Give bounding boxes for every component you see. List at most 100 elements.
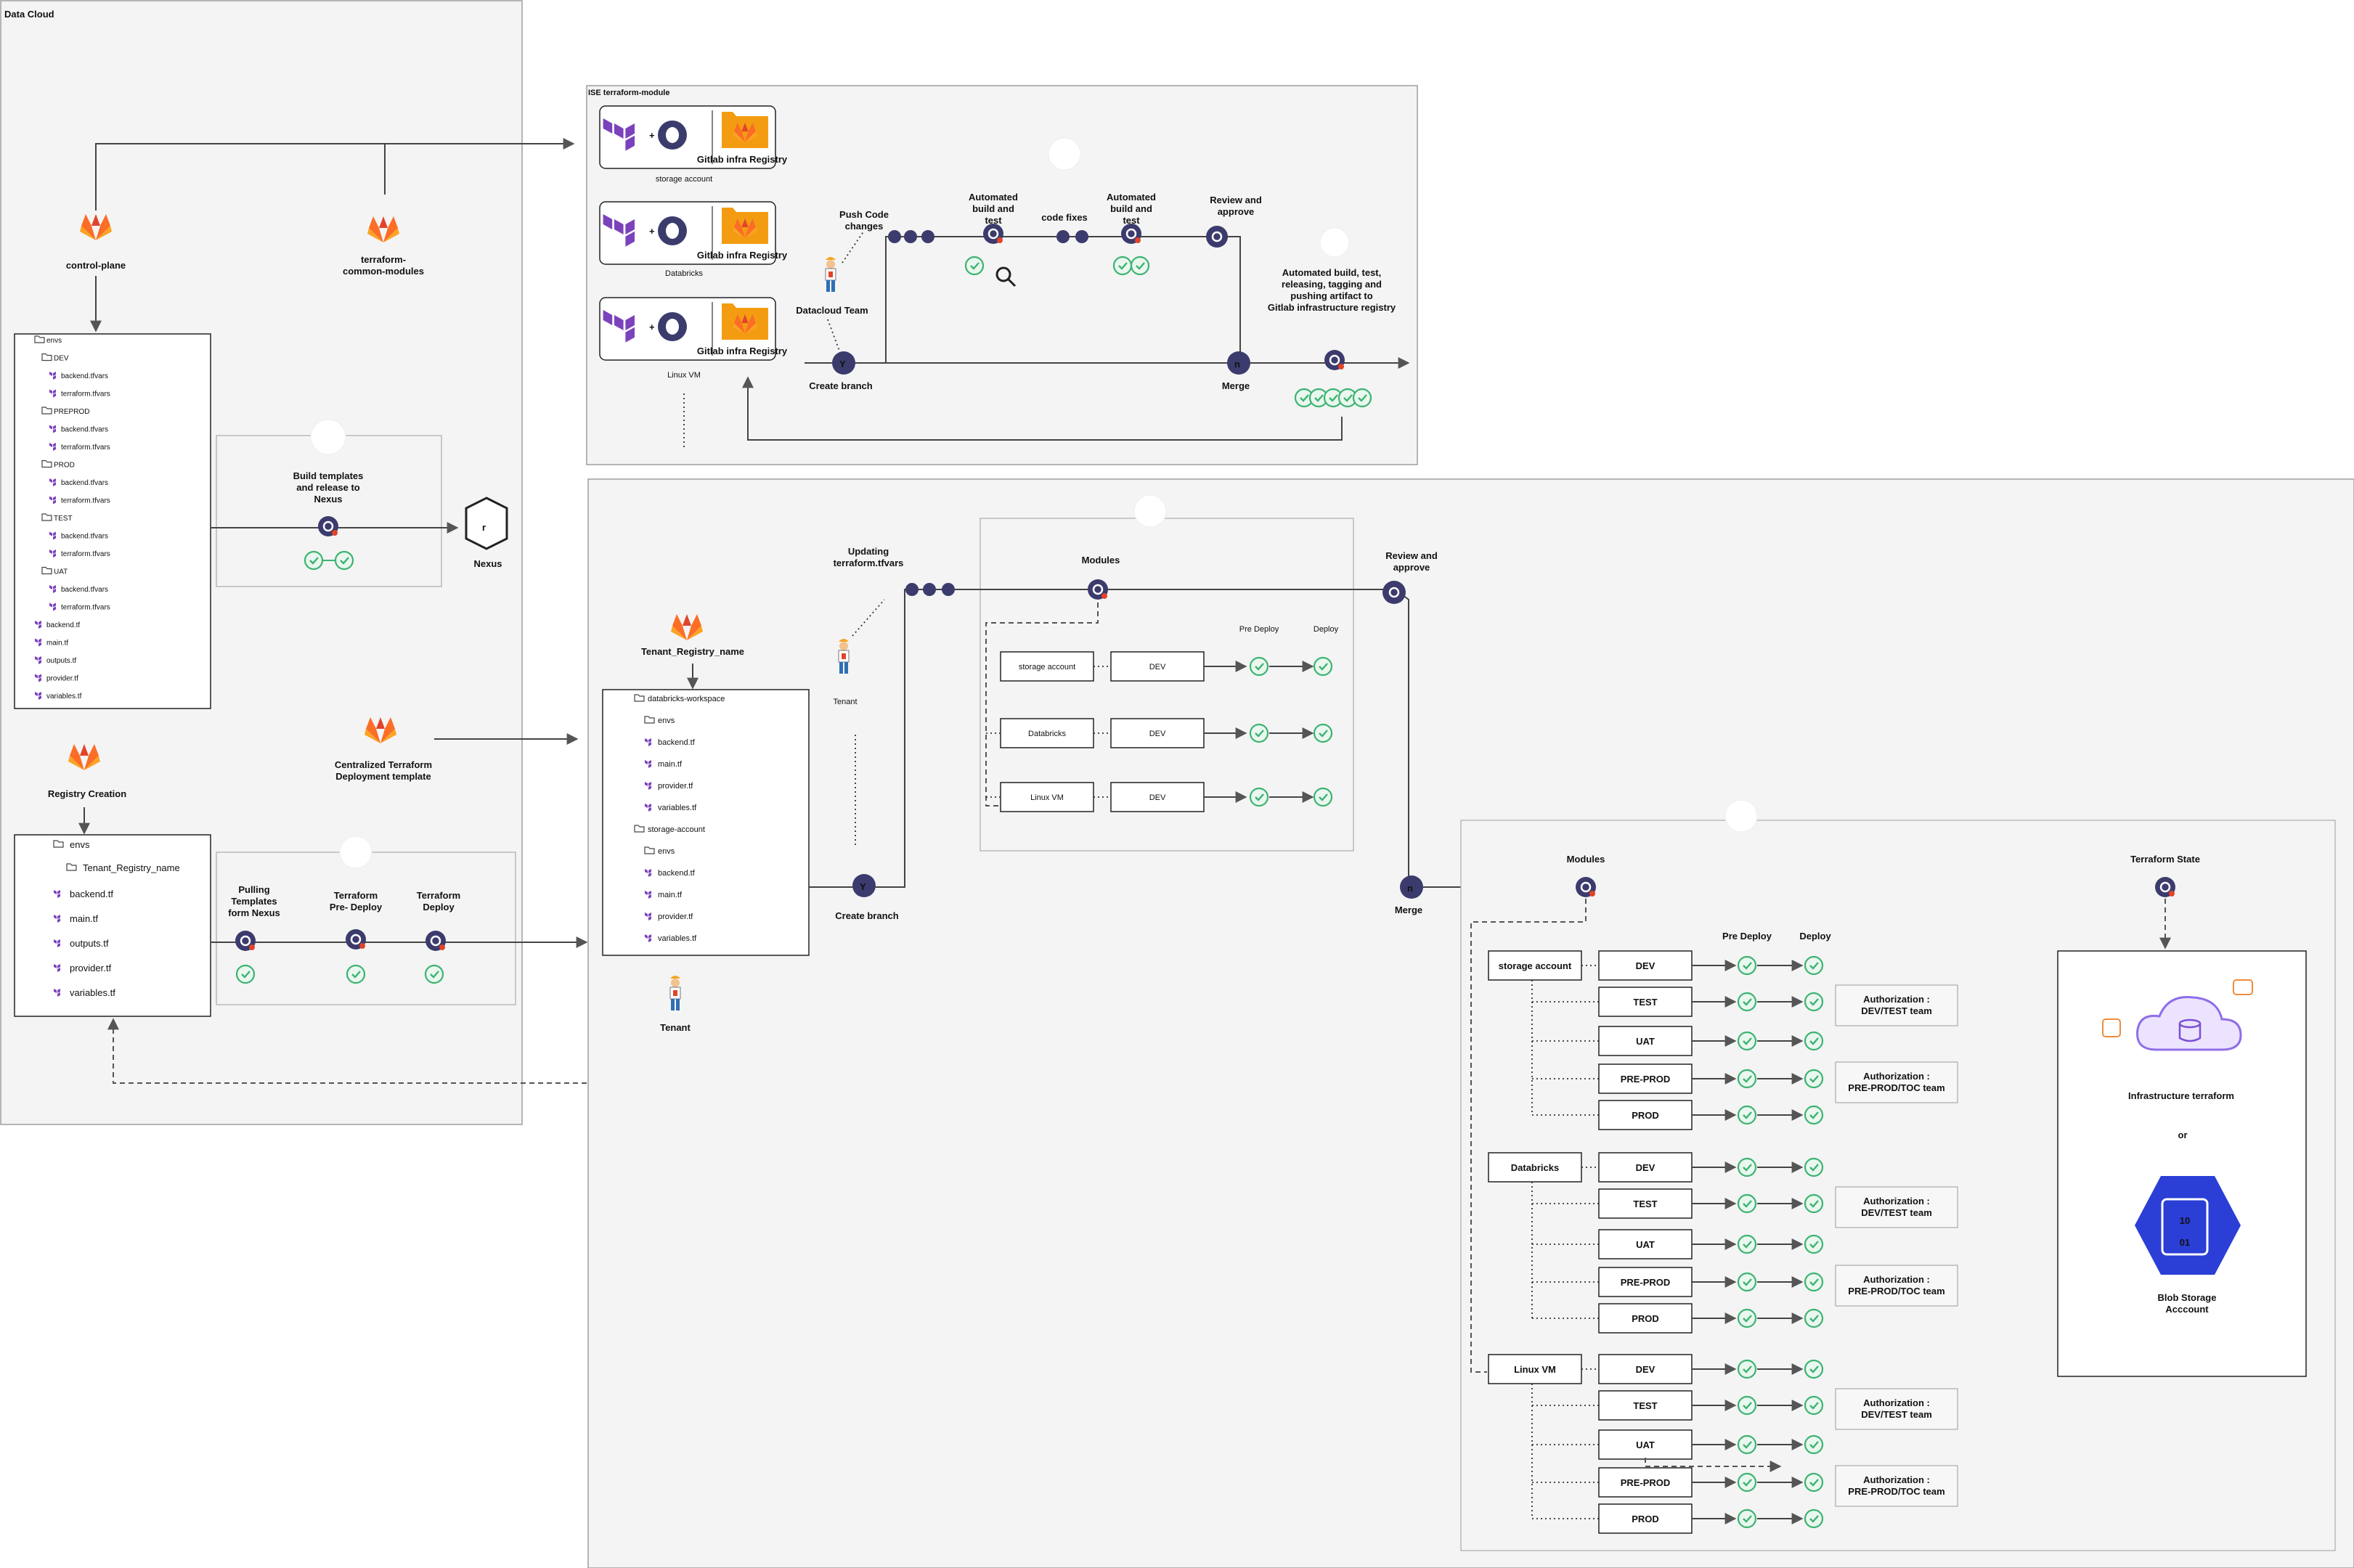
authorization-label: Authorization :DEV/TEST team <box>1861 994 1932 1016</box>
ise-databricks-label: Databricks <box>665 269 703 278</box>
authorization-box <box>1835 1388 1958 1430</box>
or-label: or <box>2178 1130 2188 1140</box>
check-icon <box>1737 1157 1757 1177</box>
check-icon <box>1737 1031 1757 1051</box>
folder-item: envs <box>70 839 90 850</box>
svg-text:n: n <box>1234 359 1240 369</box>
file-item: terraform.tfvars <box>61 497 110 505</box>
env-label: UAT <box>1636 1239 1655 1250</box>
file-item: backend.tf <box>658 738 696 747</box>
deploy-pre-deploy-header: Pre Deploy <box>1722 931 1772 942</box>
check-icon <box>1737 1508 1757 1529</box>
tenant-modules-label: Modules <box>1082 555 1120 565</box>
env-label: TEST <box>1633 997 1657 1008</box>
control-plane-label: control-plane <box>66 260 126 271</box>
release-node-icon <box>1323 348 1346 372</box>
build-test-node-icon <box>982 222 1005 245</box>
file-item: terraform.tfvars <box>61 391 110 399</box>
tenant-merge-label: Merge <box>1395 905 1422 915</box>
check-icon <box>1313 787 1333 807</box>
authorization-box <box>1835 1265 1958 1307</box>
ise-storage-account-label: storage account <box>656 175 712 184</box>
file-item: backend.tfvars <box>61 479 108 487</box>
env-box <box>1598 1026 1693 1056</box>
env-box <box>1598 1467 1693 1498</box>
check-icon <box>1737 1308 1757 1328</box>
env-box <box>1598 1063 1693 1094</box>
check-icon <box>1737 955 1757 976</box>
file-item: provider.tf <box>658 912 693 921</box>
deploy-deploy-header: Deploy <box>1799 931 1831 942</box>
build-node-icon <box>317 515 340 538</box>
file-item: backend.tf <box>70 889 113 899</box>
infrastructure-terraform-label: Infrastructure terraform <box>2128 1090 2234 1101</box>
ise-create-branch-label: Create branch <box>809 380 872 391</box>
file-item: main.tf <box>70 913 98 924</box>
folder-item: DEV <box>54 355 69 363</box>
deploy-modules-label: Modules <box>1567 854 1605 865</box>
env-label: PRE-PROD <box>1621 1074 1671 1085</box>
check-icon <box>1804 1234 1824 1254</box>
module-group-label: storage account <box>1499 960 1572 971</box>
check-icon <box>1112 256 1133 276</box>
env-label: PROD <box>1632 1514 1659 1524</box>
env-box <box>1110 718 1205 748</box>
pipeline-node-icon <box>424 929 447 952</box>
file-item: terraform.tfvars <box>61 550 110 558</box>
module-name: storage account <box>1019 663 1075 671</box>
tenant-tree <box>602 689 810 956</box>
build-templates-box <box>216 435 442 587</box>
folder-item: PREPROD <box>54 408 89 416</box>
registry-label: Gitlab infra Registry <box>697 154 788 165</box>
merge-icon <box>1227 351 1250 375</box>
authorization-box <box>1835 984 1958 1026</box>
file-item: provider.tf <box>46 675 78 683</box>
env-label: TEST <box>1633 1199 1657 1209</box>
terraform-state-label: Terraform State <box>2130 854 2200 865</box>
authorization-box <box>1835 1186 1958 1228</box>
file-item: backend.tfvars <box>61 533 108 541</box>
check-icon <box>1249 787 1269 807</box>
deploy-modules-node-icon <box>1574 875 1597 899</box>
check-icon <box>346 964 366 984</box>
svg-text:10: 10 <box>2180 1215 2190 1226</box>
tenant-registry-label: Tenant_Registry_name <box>641 646 744 657</box>
env-box <box>1598 1152 1693 1183</box>
file-item: variables.tf <box>658 934 697 943</box>
file-item: backend.tfvars <box>61 426 108 434</box>
file-item: terraform.tfvars <box>61 444 110 452</box>
env-box <box>1598 1188 1693 1219</box>
env-label: UAT <box>1636 1440 1655 1450</box>
datacloud-team-label: Datacloud Team <box>796 305 868 316</box>
nexus-label: Nexus <box>473 558 502 569</box>
terraform-state-node-icon <box>2154 875 2177 899</box>
check-icon <box>1804 1359 1824 1379</box>
check-icon <box>1249 656 1269 677</box>
check-icon <box>1737 1234 1757 1254</box>
file-item: backend.tfvars <box>61 372 108 380</box>
check-icon <box>1737 1359 1757 1379</box>
env-label: PRE-PROD <box>1621 1477 1671 1488</box>
data-cloud-title: Data Cloud <box>4 9 54 20</box>
env-label: DEV <box>1149 663 1166 671</box>
check-icon <box>1737 1395 1757 1416</box>
check-icon <box>1804 1472 1824 1493</box>
file-item: main.tf <box>658 891 683 899</box>
file-item: variables.tf <box>658 804 697 812</box>
folder-item: databricks-workspace <box>648 695 725 703</box>
tenant-pre-deploy-header: Pre Deploy <box>1239 625 1279 634</box>
env-label: DEV <box>1636 960 1655 971</box>
env-box <box>1110 782 1205 812</box>
module-name: Databricks <box>1028 730 1066 738</box>
ise-title: ISE terraform-module <box>588 89 669 97</box>
check-icon <box>1249 723 1269 743</box>
commit-dots-icon <box>888 230 1088 243</box>
registry-label: Gitlab infra Registry <box>697 250 788 261</box>
folder-item: TEST <box>54 515 73 523</box>
file-item: provider.tf <box>70 963 111 973</box>
